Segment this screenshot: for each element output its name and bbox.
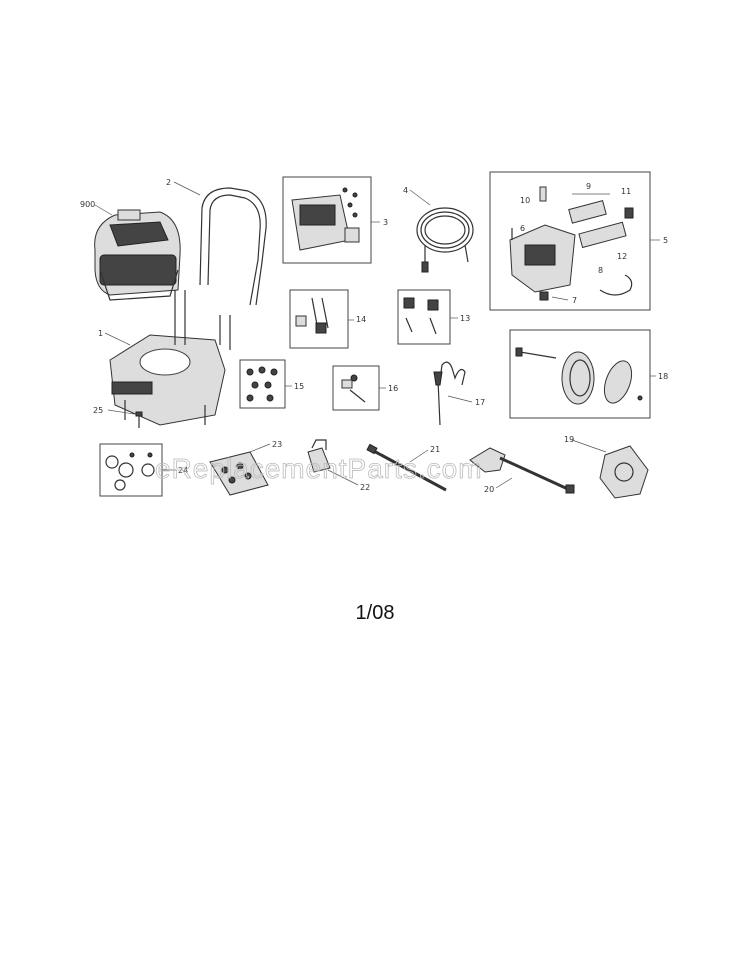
leader-line	[249, 443, 271, 453]
leader-line	[551, 296, 569, 301]
callout-15: 15	[294, 382, 304, 391]
wheel-kit-18	[515, 347, 643, 405]
hardware-kit-24	[105, 452, 155, 491]
callout-2: 2	[166, 178, 171, 187]
spray-lance-21	[366, 443, 447, 492]
callout-11: 11	[621, 187, 631, 196]
spray-gun-20	[469, 447, 575, 494]
hardware-kit-15	[246, 366, 278, 402]
callout-17: 17	[475, 398, 485, 407]
callout-900: 900	[80, 200, 95, 209]
frame-1	[109, 290, 231, 426]
callout-25: 25	[93, 406, 103, 415]
bracket-22	[307, 439, 331, 473]
leader-line	[107, 409, 135, 415]
callout-16: 16	[388, 384, 398, 393]
callout-14: 14	[356, 315, 366, 324]
kit-box-24	[99, 443, 163, 497]
engine-900	[94, 209, 181, 301]
control-panel-3	[291, 187, 360, 251]
leader-line	[104, 332, 131, 346]
callout-10: 10	[520, 196, 530, 205]
callout-7: 7	[572, 296, 577, 305]
kit-box-16	[332, 365, 380, 411]
hardware-kit-16	[341, 374, 366, 403]
callout-21: 21	[430, 445, 440, 454]
high-pressure-hose-4	[416, 207, 474, 273]
callout-1: 1	[98, 329, 103, 338]
callout-22: 22	[360, 483, 370, 492]
handle-2	[199, 187, 267, 306]
leader-line	[327, 469, 359, 486]
watermark-text: eReplacementParts.com	[155, 453, 483, 484]
pump-assembly-5	[509, 186, 634, 301]
leader-line	[409, 189, 431, 206]
leader-line	[94, 204, 113, 216]
leader-line	[173, 181, 201, 196]
leader-line	[409, 449, 429, 463]
callout-3: 3	[383, 218, 388, 227]
hubcap-19	[599, 445, 649, 499]
hardware-kit-14	[295, 297, 329, 334]
callout-23: 23	[272, 440, 282, 449]
leader-line	[571, 439, 607, 453]
callout-5: 5	[663, 236, 668, 245]
callout-19: 19	[564, 435, 574, 444]
callout-12: 12	[617, 252, 627, 261]
revision-date: 1/08	[355, 602, 395, 624]
hardware-kit-13	[403, 297, 439, 335]
callout-13: 13	[460, 314, 470, 323]
nozzle-holder-23	[209, 451, 269, 496]
callout-4: 4	[403, 186, 408, 195]
screw-25	[135, 411, 143, 428]
leader-line	[495, 477, 513, 489]
detergent-siphon-17	[433, 361, 466, 426]
callout-9: 9	[586, 182, 591, 191]
callout-24: 24	[178, 466, 188, 475]
callout-18: 18	[658, 372, 668, 381]
leader-line	[447, 395, 473, 403]
callout-20: 20	[484, 485, 494, 494]
callout-6: 6	[520, 224, 525, 233]
callout-8: 8	[598, 266, 603, 275]
